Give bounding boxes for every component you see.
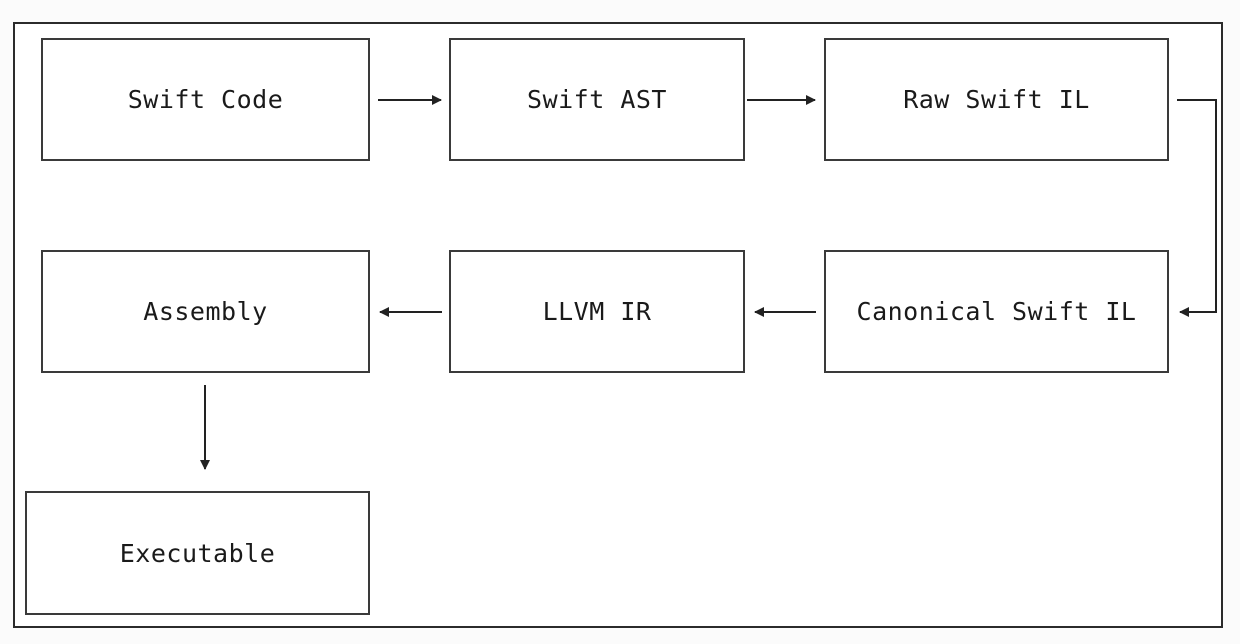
node-label: Assembly [143, 297, 268, 326]
node-label: Canonical Swift IL [856, 297, 1137, 326]
node-llvm-ir: LLVM IR [449, 250, 745, 373]
node-label: LLVM IR [542, 297, 652, 326]
node-swift-code: Swift Code [41, 38, 370, 161]
diagram-frame [13, 22, 1223, 628]
node-label: Raw Swift IL [903, 85, 1090, 114]
edge-raw-swift-il-to-canonical-swift-il [1177, 99, 1217, 317]
node-label: Executable [119, 538, 276, 568]
node-canonical-swift-il: Canonical Swift IL [824, 250, 1169, 373]
node-label: Swift Code [127, 85, 284, 114]
node-swift-ast: Swift AST [449, 38, 745, 161]
node-label: Swift AST [527, 85, 667, 114]
node-executable: Executable [25, 491, 370, 615]
node-raw-swift-il: Raw Swift IL [824, 38, 1169, 161]
node-assembly: Assembly [41, 250, 370, 373]
